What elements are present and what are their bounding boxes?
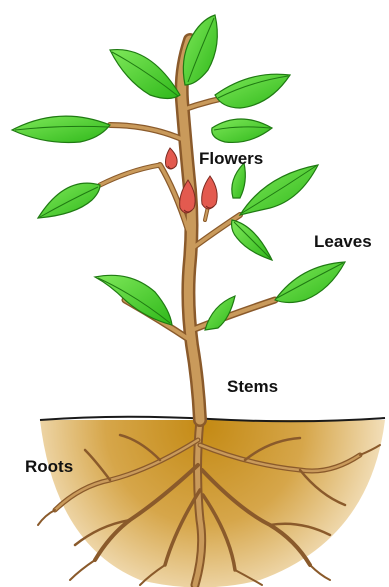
leaf — [232, 163, 246, 198]
leaf — [275, 262, 345, 303]
leaf — [95, 275, 172, 325]
flower-bud — [166, 148, 178, 169]
leaves-label: Leaves — [314, 233, 372, 250]
leaf — [212, 119, 272, 142]
flower-bud — [202, 176, 217, 209]
stems-label: Stems — [227, 378, 278, 395]
flowers-label: Flowers — [199, 150, 263, 167]
roots-label: Roots — [25, 458, 73, 475]
leaf — [215, 74, 290, 108]
